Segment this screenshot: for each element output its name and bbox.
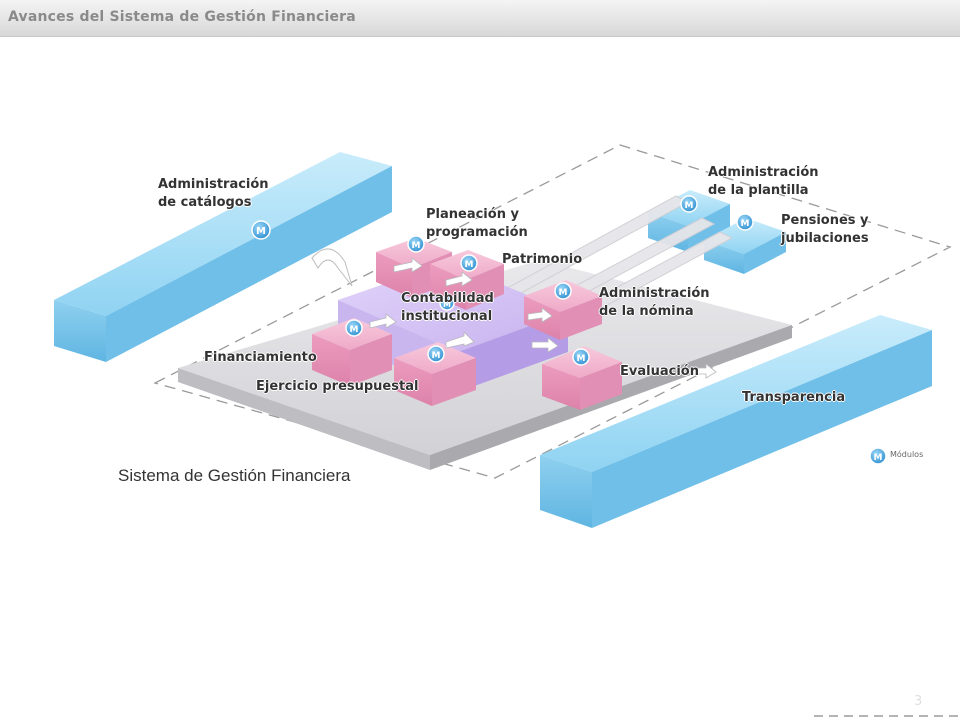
svg-text:M: M [412,241,421,251]
legend-label: Módulos [890,450,924,459]
svg-text:M: M [350,325,359,335]
slide-header: Avances del Sistema de Gestión Financier… [0,0,960,37]
catalogos-arrow [311,248,353,287]
system-title: Sistema de Gestión Financiera [118,466,351,485]
M-circle-icon: M [736,213,754,231]
svg-text:M: M [432,351,441,361]
svg-text:M: M [741,219,750,229]
label-evaluacion: Evaluación [620,364,699,379]
M-circle-icon: M [460,254,478,272]
M-circle-icon: M [407,235,425,253]
label-patrimonio: Patrimonio [502,252,583,267]
svg-text:M: M [559,288,568,298]
transparencia-bar [540,315,932,528]
label-ejercicio: Ejercicio presupuestal [256,379,419,394]
svg-text:M: M [256,226,266,237]
label-financiamiento: Financiamiento [204,350,317,365]
page-number: 3 [914,694,923,709]
module-badges: M M M M M M M M M M M [251,195,887,465]
slide-title: Avances del Sistema de Gestión Financier… [8,9,356,25]
M-circle-icon: M [427,345,445,363]
svg-text:M: M [685,201,694,211]
M-circle-icon: M [572,348,590,366]
legend-M-icon: M [869,447,887,465]
label-transparencia: Transparencia [742,390,846,405]
svg-text:M: M [443,300,451,309]
catalogos-bar [54,152,392,362]
pensiones-block [704,218,786,274]
M-circle-icon: M [680,195,698,213]
M-circle-icon: M [439,295,455,311]
svg-text:M: M [577,354,586,364]
M-circle-icon: M [554,282,572,300]
M-circle-icon: M [345,319,363,337]
svg-text:M: M [874,453,883,463]
connector-arrows [369,257,717,379]
svg-text:M: M [465,260,474,270]
M-circle-icon: M [251,220,271,240]
